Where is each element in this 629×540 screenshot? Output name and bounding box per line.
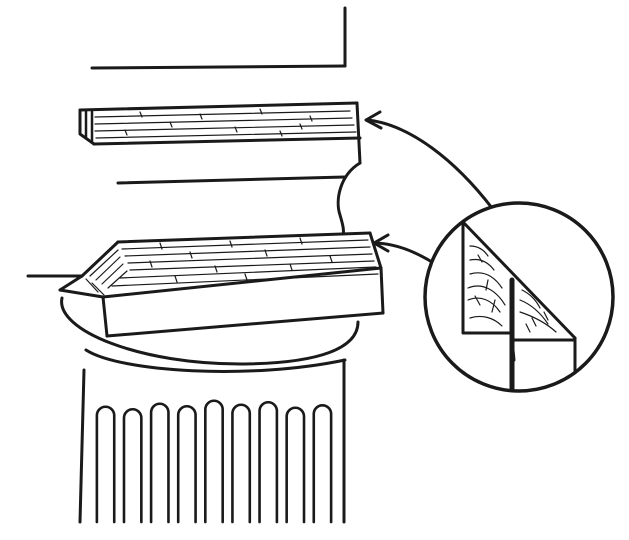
column-flute xyxy=(149,402,170,524)
lower-capital-block xyxy=(26,231,385,338)
lower-arrowhead xyxy=(372,233,390,253)
capital-bevel-hatching xyxy=(85,249,128,296)
column-flute xyxy=(122,407,143,524)
wall xyxy=(90,6,347,70)
capital-top-planks xyxy=(111,237,379,287)
column-flute xyxy=(285,406,306,524)
upper-ledge-planks xyxy=(94,108,357,139)
fluted-column-shaft xyxy=(78,358,346,524)
cross-section-grain xyxy=(467,245,557,333)
column-flute xyxy=(95,405,116,524)
column-flute xyxy=(176,404,197,524)
upper-arrowhead xyxy=(364,110,383,130)
lower-callout-arrow xyxy=(374,241,434,264)
cove-molding xyxy=(116,161,362,242)
column-flutes xyxy=(95,399,333,524)
column-flute xyxy=(258,400,279,524)
upper-callout-arrow xyxy=(366,118,494,210)
column-flute xyxy=(204,399,224,524)
detail-callout-circle xyxy=(423,201,615,393)
upper-ledge xyxy=(78,101,362,168)
callout-arrows xyxy=(364,110,494,264)
column-flute xyxy=(231,403,252,524)
column-flute xyxy=(312,403,333,524)
